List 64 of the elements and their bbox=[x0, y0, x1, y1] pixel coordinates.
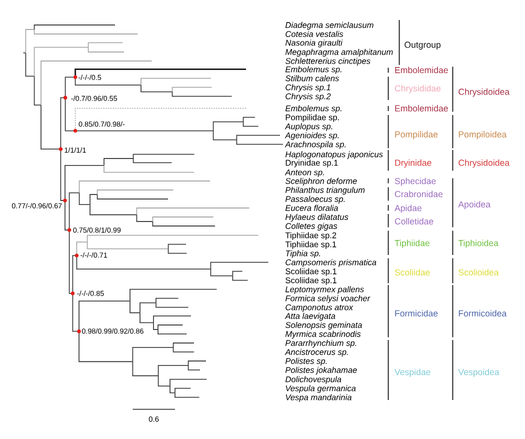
taxon-name: Campsomeris prismatica bbox=[286, 259, 376, 267]
taxon-name: Vespula germanica bbox=[286, 385, 356, 393]
superfamily-label: Vespoidea bbox=[458, 368, 500, 377]
taxon-name: Stilbum calens bbox=[285, 75, 339, 82]
taxon-name: Colletes gigas bbox=[286, 222, 338, 231]
taxon-name: Pararrhynchium sp. bbox=[285, 340, 356, 348]
taxon-name: Embolemus sp. bbox=[285, 105, 342, 113]
taxon-name: Polistes sp. bbox=[285, 358, 327, 366]
taxon-name: Camponotus atrox bbox=[286, 304, 354, 312]
family-label: Sphecidae bbox=[394, 178, 436, 186]
taxon-name: Atta laevigata bbox=[284, 312, 336, 321]
taxon-name: Polistes jokahamae bbox=[285, 366, 357, 375]
family-label: Crabronidae bbox=[394, 190, 443, 198]
family-label: Scoliidae bbox=[394, 269, 430, 276]
taxon-name: Dolichovespula bbox=[285, 376, 342, 384]
taxon-name: Anteon sp. bbox=[284, 169, 324, 177]
taxon-name: Scoliidae sp.1 bbox=[286, 268, 336, 276]
family-label: Tiphiidae bbox=[394, 240, 430, 248]
superfamily-label: Scolioidea bbox=[458, 269, 499, 276]
family-label: Embolemidae bbox=[395, 105, 448, 112]
taxon-name: Leptomyrmex pallens bbox=[285, 286, 364, 294]
taxon-name: Sceliphron deforme bbox=[285, 178, 357, 186]
family-label: Vespidae bbox=[394, 368, 430, 377]
taxon-name: Tiphia sp. bbox=[286, 250, 320, 258]
taxon-name: Nasonia giraulti bbox=[285, 40, 343, 48]
taxon-name: Scoliidae sp.1 bbox=[286, 277, 336, 285]
family-label: Apidae bbox=[394, 204, 422, 213]
family-label: Embolemidae bbox=[395, 66, 448, 74]
taxon-name: Auplopus sp. bbox=[284, 123, 332, 131]
taxon-name: Chrysis sp.2 bbox=[286, 93, 331, 101]
taxon-name: Tiphiidae sp.2 bbox=[285, 232, 336, 240]
taxon-name: Vespa mandarinia bbox=[286, 394, 352, 402]
taxon-name: Passaloecus sp. bbox=[285, 196, 345, 204]
taxon-name: Ancistrocerus sp. bbox=[284, 348, 348, 357]
taxon-name: Solenopsis geminata bbox=[285, 322, 362, 330]
superfamily-label: Pompiloidea bbox=[458, 131, 507, 140]
taxon-name: Diadegma semiclausum bbox=[285, 22, 374, 30]
superfamily-label: Formicoidea bbox=[458, 310, 507, 316]
taxon-name: Chrysis sp.1 bbox=[286, 84, 330, 92]
family-label: Chrysididae bbox=[394, 85, 441, 94]
family-label: Pompilidae bbox=[395, 131, 438, 140]
group-label: Outgroup bbox=[404, 42, 440, 50]
taxon-name: Myrmica scabrinodis bbox=[285, 330, 361, 339]
family-label: Colletidae bbox=[394, 218, 434, 224]
taxon-name: Eucera floralia bbox=[285, 204, 338, 211]
taxon-name: Schlettererius cinctipes bbox=[285, 58, 370, 66]
taxon-name: Dryinidae sp.1 bbox=[286, 160, 338, 168]
taxon-name: Arachnospila sp. bbox=[284, 141, 346, 149]
taxon-name: Haplogonatopus japonicus bbox=[285, 151, 383, 159]
taxon-name: Philanthus triangulum bbox=[285, 186, 365, 195]
superfamily-label: Chrysidoidea bbox=[458, 159, 510, 168]
taxon-name: Formica selysi voacher bbox=[285, 295, 370, 303]
taxon-name: Tiphiidae sp.1 bbox=[285, 241, 336, 249]
superfamily-label: Apoidea bbox=[458, 201, 490, 210]
superfamily-label: Tiphioidea bbox=[458, 240, 498, 248]
taxon-name: Megaphragma amalphitanum bbox=[285, 48, 393, 57]
family-label: Dryinidae bbox=[395, 159, 432, 168]
taxon-name: Cotesia vestalis bbox=[286, 30, 344, 37]
superfamily-label: Chrysidoidea bbox=[458, 88, 510, 97]
family-label: Formicidae bbox=[395, 310, 438, 316]
taxon-name: Agenioides sp. bbox=[284, 132, 339, 140]
taxon-name: Embolemus sp. bbox=[285, 66, 342, 74]
taxon-name: Pompilidae sp. bbox=[286, 114, 339, 122]
taxon-name: Hylaeus dilatatus bbox=[285, 214, 348, 222]
